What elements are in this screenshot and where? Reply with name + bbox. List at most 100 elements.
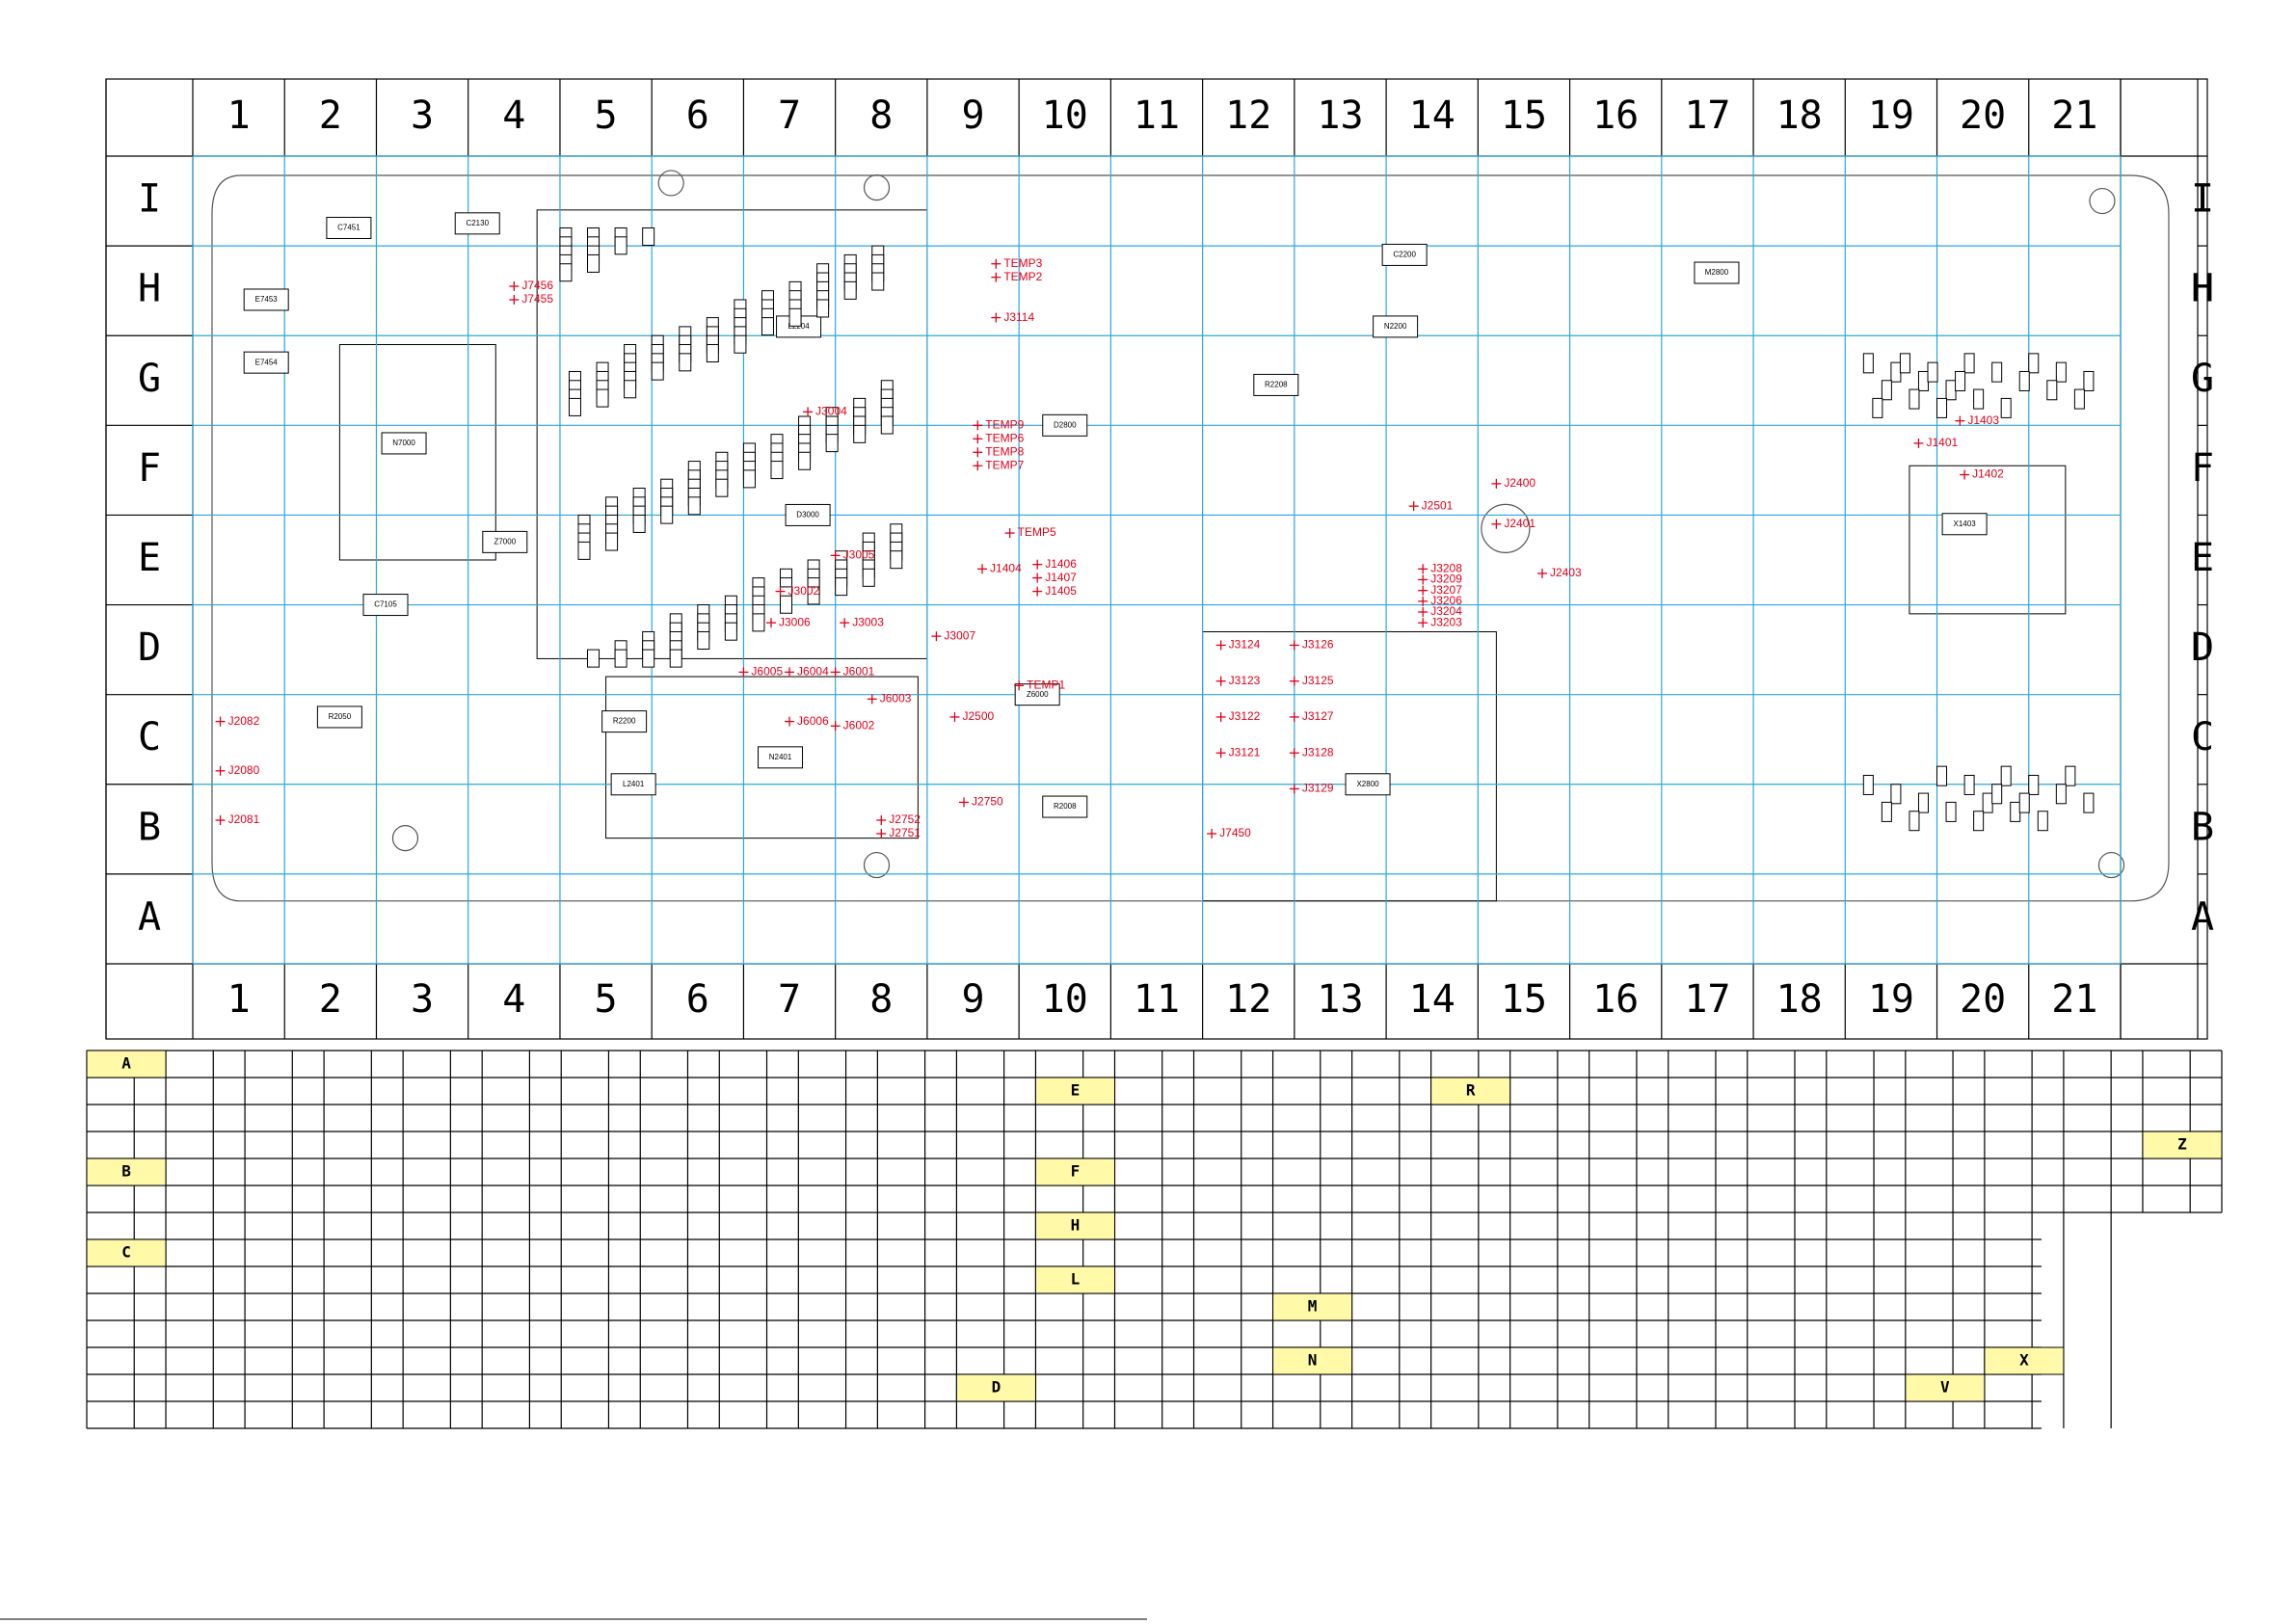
test-point-label: J1404 bbox=[990, 561, 1022, 574]
test-point-label: J1405 bbox=[1045, 584, 1077, 598]
mounting-hole bbox=[2089, 187, 2116, 215]
test-point: J1407 bbox=[1032, 571, 1077, 584]
component: Z6000 bbox=[1014, 683, 1060, 706]
component: E7453 bbox=[243, 288, 289, 311]
test-point: J3127 bbox=[1289, 709, 1334, 723]
passive-pad bbox=[734, 334, 747, 354]
passive-pad bbox=[2055, 784, 2067, 805]
test-point: J1405 bbox=[1032, 584, 1077, 598]
index-table-label: A bbox=[86, 1050, 167, 1078]
test-point: J3128 bbox=[1289, 745, 1334, 759]
ruler-column-label-top: 21 bbox=[2051, 93, 2097, 138]
rf-can-outline bbox=[338, 344, 496, 561]
test-point-label: J3004 bbox=[815, 405, 847, 418]
index-label-cell bbox=[1034, 1077, 1115, 1105]
ruler-column-label-top: 5 bbox=[595, 93, 618, 138]
passive-pad bbox=[596, 388, 609, 408]
passive-pad bbox=[1945, 801, 1957, 822]
test-point: J3005 bbox=[830, 548, 875, 562]
mounting-hole bbox=[391, 825, 419, 852]
component: D2800 bbox=[1042, 413, 1088, 437]
index-label-cell bbox=[2142, 1131, 2223, 1159]
ruler-column-label-bottom: 18 bbox=[1776, 977, 1823, 1022]
component: N2200 bbox=[1373, 315, 1419, 338]
ruler-column-label-bottom: 8 bbox=[869, 977, 893, 1022]
ruler-column-label-top: 3 bbox=[411, 93, 434, 138]
test-point-label: J2401 bbox=[1504, 517, 1535, 530]
passive-pad bbox=[679, 353, 692, 372]
component-ref: N7000 bbox=[392, 439, 415, 447]
test-point: J1403 bbox=[1955, 413, 1999, 427]
passive-pad bbox=[816, 299, 830, 318]
mounting-hole bbox=[2097, 851, 2125, 879]
component-ref: Z6000 bbox=[1027, 690, 1049, 699]
passive-pad bbox=[632, 514, 646, 533]
passive-pad bbox=[642, 649, 655, 668]
ruler-row-label-left: E bbox=[138, 536, 161, 580]
component: Z7000 bbox=[482, 530, 528, 553]
ruler-column-label-top: 8 bbox=[869, 93, 893, 138]
component: C7105 bbox=[362, 594, 409, 617]
test-point: TEMP9 bbox=[973, 418, 1025, 432]
test-point: TEMP1 bbox=[1014, 679, 1065, 692]
component-ref: E7453 bbox=[255, 295, 279, 304]
test-point: J3006 bbox=[766, 615, 811, 628]
passive-pad bbox=[697, 630, 710, 650]
passive-pad bbox=[2028, 353, 2040, 374]
index-label-text: N bbox=[1308, 1351, 1318, 1370]
test-point-label: J2400 bbox=[1504, 476, 1535, 490]
test-point: J3206 bbox=[1418, 594, 1462, 607]
passive-pad bbox=[1973, 388, 1985, 410]
component-ref: D2800 bbox=[1054, 420, 1077, 429]
index-label-cell bbox=[1034, 1158, 1115, 1186]
test-point: J7450 bbox=[1207, 826, 1251, 839]
test-point: J2082 bbox=[215, 714, 260, 728]
ruler-column-label-bottom: 20 bbox=[1960, 977, 2006, 1022]
test-point: J2400 bbox=[1491, 476, 1535, 490]
test-point-label: TEMP9 bbox=[985, 418, 1024, 432]
index-label-text: H bbox=[1071, 1216, 1081, 1235]
component-ref: C2130 bbox=[466, 219, 489, 227]
component-body bbox=[326, 216, 372, 239]
ruler-column-label-top: 9 bbox=[961, 93, 984, 138]
test-point: J2403 bbox=[1537, 566, 1582, 579]
test-point: J1402 bbox=[1960, 467, 2004, 481]
test-point: J2080 bbox=[215, 763, 260, 777]
index-label-text: L bbox=[1071, 1270, 1081, 1289]
test-point: J3004 bbox=[803, 405, 847, 418]
test-point: J3007 bbox=[931, 628, 975, 642]
passive-pad bbox=[587, 253, 601, 273]
test-point: J1401 bbox=[1913, 436, 1958, 449]
passive-pad bbox=[1991, 361, 2003, 383]
test-point: J2752 bbox=[876, 812, 921, 826]
passive-pad bbox=[1881, 801, 1892, 822]
passive-pad bbox=[1872, 397, 1883, 418]
test-point-label: TEMP2 bbox=[1003, 270, 1042, 283]
passive-pad bbox=[624, 380, 637, 399]
test-point: TEMP5 bbox=[1004, 525, 1056, 539]
test-point: TEMP8 bbox=[973, 444, 1025, 458]
test-point: TEMP3 bbox=[991, 256, 1043, 270]
test-point-label: J2500 bbox=[962, 709, 994, 723]
passive-pad bbox=[807, 586, 820, 605]
index-table-label: N bbox=[1272, 1346, 1353, 1375]
component-ref: N2200 bbox=[1384, 322, 1407, 331]
test-point-label: J3209 bbox=[1430, 572, 1462, 586]
passive-pad bbox=[1936, 765, 1948, 786]
test-point: J7455 bbox=[509, 292, 553, 306]
test-point-label: J7456 bbox=[521, 279, 553, 292]
passive-pad bbox=[1890, 361, 1902, 383]
passive-pad bbox=[780, 595, 793, 614]
ruler-row-label-right: D bbox=[2191, 626, 2214, 670]
ruler-column-label-top: 2 bbox=[319, 93, 342, 138]
test-point-label: J3123 bbox=[1229, 674, 1261, 687]
ruler-column-label-bottom: 13 bbox=[1317, 977, 1363, 1022]
drawing-frame bbox=[105, 78, 2208, 1040]
passive-pad bbox=[2065, 765, 2076, 786]
component-ref: R2050 bbox=[329, 712, 352, 721]
passive-pad bbox=[605, 532, 619, 551]
passive-pad bbox=[1862, 353, 1874, 374]
passive-pad bbox=[1963, 353, 1975, 374]
passive-pad bbox=[1963, 774, 1975, 795]
